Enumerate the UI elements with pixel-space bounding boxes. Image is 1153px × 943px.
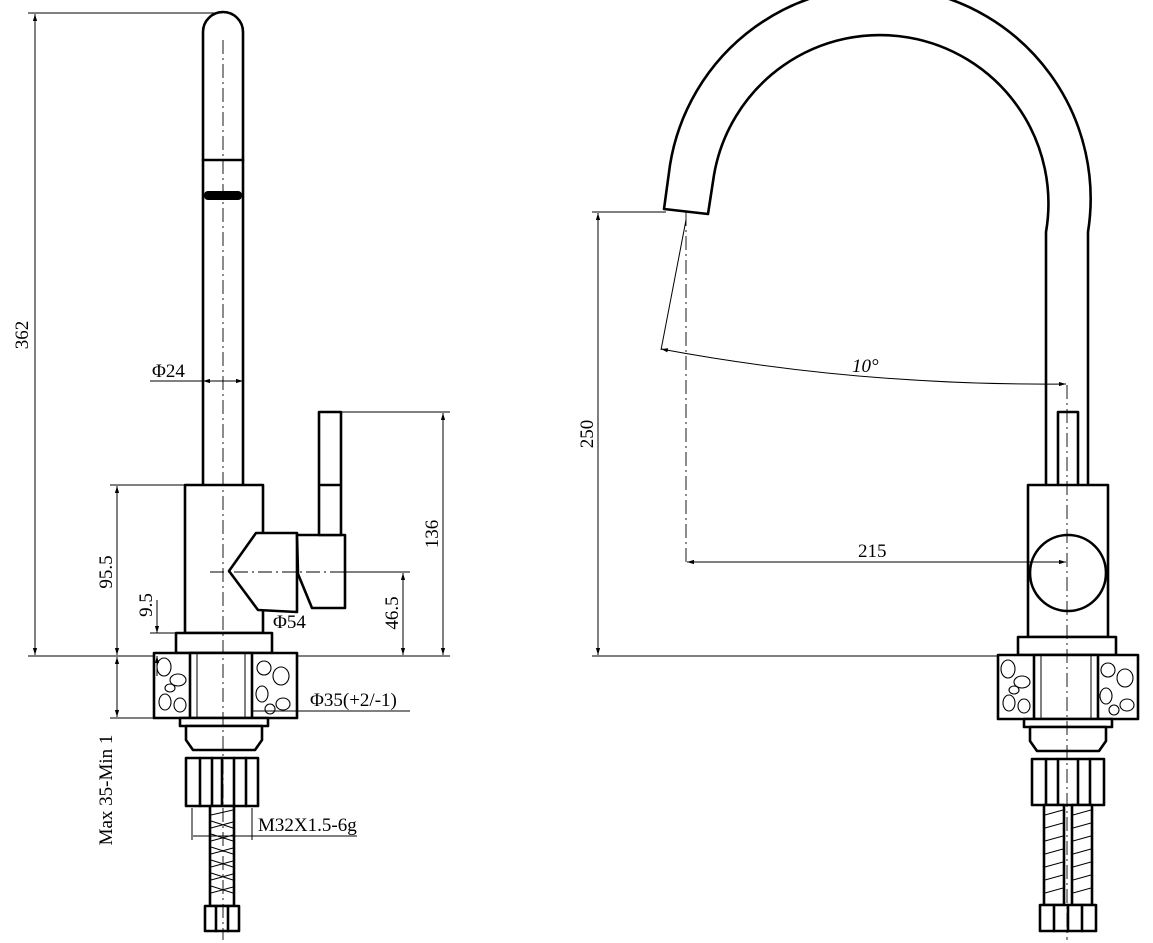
dim-handle-axis-height: 46.5 bbox=[382, 596, 403, 629]
dim-spout-reach: 215 bbox=[858, 541, 887, 562]
dim-thread: M32X1.5-6g bbox=[258, 815, 357, 836]
front-view bbox=[662, 0, 1140, 940]
dim-body-height: 95.5 bbox=[96, 555, 117, 588]
dim-swivel-angle: 10° bbox=[852, 356, 879, 377]
side-view bbox=[152, 10, 400, 940]
dim-hole-diameter: Φ35(+2/-1) bbox=[310, 690, 397, 711]
stone-hatch-left bbox=[156, 657, 291, 715]
dimensions-left: 362 Φ24 95.5 9.5 Φ54 46.5 136 Φ35(+2/-1) bbox=[12, 12, 450, 846]
dim-body-diameter: Φ54 bbox=[273, 612, 306, 633]
dim-overall-height: 362 bbox=[12, 321, 33, 350]
dimensions-right: 250 10° 215 bbox=[577, 211, 1067, 657]
dim-deck-thickness: Max 35-Min 1 bbox=[96, 735, 117, 846]
dim-spout-outlet-height: 250 bbox=[577, 420, 598, 449]
dim-base-collar: 9.5 bbox=[136, 593, 157, 617]
dim-handle-height: 136 bbox=[422, 520, 443, 549]
dim-spout-diameter: Φ24 bbox=[152, 361, 185, 382]
stone-hatch-right bbox=[1000, 659, 1135, 716]
